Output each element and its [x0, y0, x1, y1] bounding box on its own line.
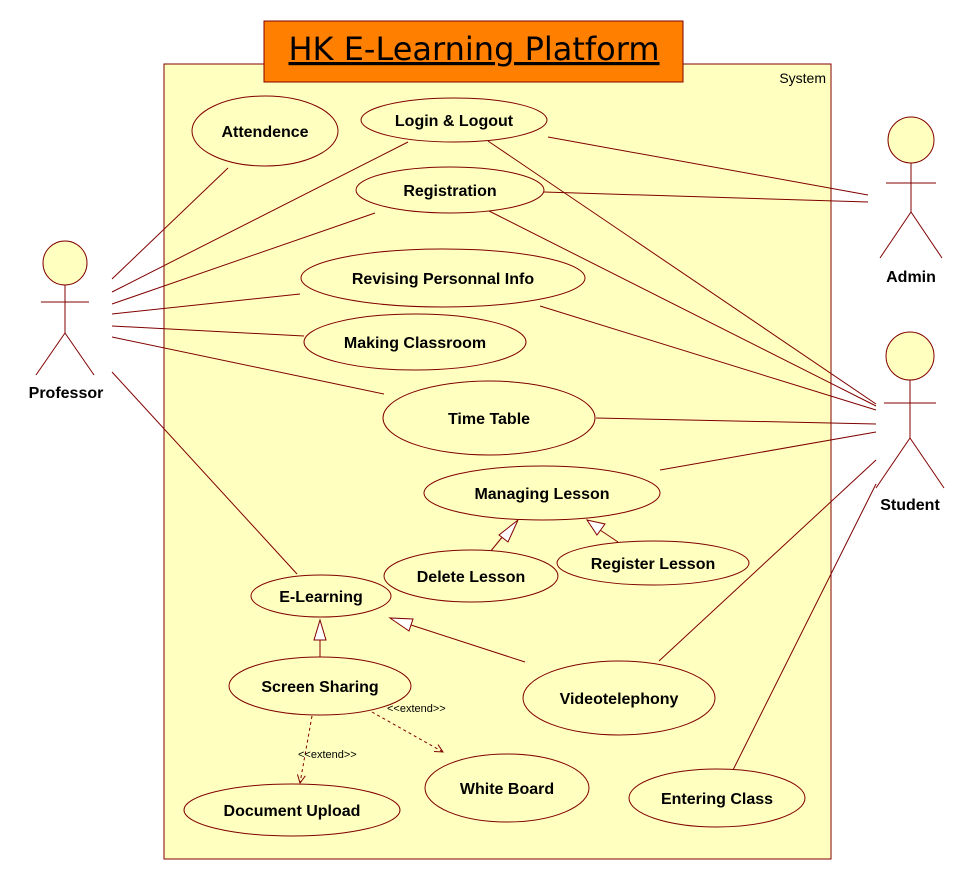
actor-professor-label: Professor — [29, 385, 104, 402]
actor-admin-label: Admin — [886, 269, 936, 286]
actor-admin[interactable]: Admin — [879, 116, 943, 286]
use-case-making-classroom[interactable]: Making Classroom — [303, 313, 527, 371]
use-case-making-classroom-label: Making Classroom — [344, 335, 486, 352]
use-case-document-upload-label: Document Upload — [224, 803, 361, 820]
use-case-managing-lesson-label: Managing Lesson — [474, 486, 609, 503]
use-case-registration-label: Registration — [403, 183, 496, 200]
assoc-student-time-table — [595, 417, 877, 425]
system-label: System — [779, 70, 826, 86]
generalizations — [313, 519, 619, 663]
use-case-document-upload[interactable]: Document Upload — [183, 783, 401, 837]
assoc-professor-login — [111, 141, 409, 293]
assoc-student-managing-lesson — [659, 431, 877, 471]
assoc-student-videotelephony — [658, 459, 877, 662]
use-case-attendence-label: Attendence — [221, 124, 308, 141]
use-case-attendence[interactable]: Attendence — [191, 95, 339, 167]
actor-student-head-icon — [885, 331, 935, 381]
gen-video-elearning-head — [388, 617, 414, 632]
use-case-revising-personal-info-label: Revising Personnal Info — [352, 271, 534, 288]
actor-admin-head-icon — [887, 116, 935, 164]
gen-delete-managing-head — [498, 519, 519, 543]
use-cases: Attendence Login & Logout Registration R… — [183, 95, 806, 837]
assoc-professor-revising — [111, 293, 301, 315]
assoc-student-login — [487, 140, 877, 405]
extend-document-upload-line — [300, 715, 313, 783]
assoc-professor-time-table — [111, 336, 385, 395]
use-case-white-board-label: White Board — [460, 781, 554, 798]
use-case-time-table[interactable]: Time Table — [382, 380, 596, 456]
assoc-admin-login — [547, 136, 869, 196]
assoc-student-entering-class — [732, 483, 877, 771]
assoc-professor-making-classroom — [111, 325, 305, 337]
use-case-registration[interactable]: Registration — [355, 166, 545, 214]
use-case-screen-sharing[interactable]: Screen Sharing — [228, 656, 412, 716]
associations — [111, 136, 877, 771]
use-case-delete-lesson[interactable]: Delete Lesson — [383, 549, 559, 603]
assoc-student-registration — [488, 210, 877, 407]
gen-register-managing-line — [599, 529, 619, 543]
assoc-student-revising — [539, 305, 877, 411]
actor-professor-head-icon — [42, 240, 88, 286]
actor-professor[interactable]: Professor — [29, 240, 104, 402]
title-box — [263, 20, 684, 83]
actor-student-label: Student — [880, 497, 940, 514]
use-case-delete-lesson-label: Delete Lesson — [417, 569, 525, 586]
use-case-login-logout[interactable]: Login & Logout — [360, 97, 548, 143]
use-case-screen-sharing-label: Screen Sharing — [261, 679, 378, 696]
gen-video-elearning-line — [410, 624, 526, 663]
assoc-professor-attendence — [111, 167, 229, 280]
use-case-revising-personal-info[interactable]: Revising Personnal Info — [300, 248, 586, 308]
use-case-register-lesson-label: Register Lesson — [591, 556, 715, 573]
use-case-entering-class-label: Entering Class — [661, 791, 773, 808]
use-case-e-learning-label: E-Learning — [279, 589, 363, 606]
page-title: HK E-Learning Platform — [288, 30, 659, 68]
gen-register-managing-head — [585, 519, 606, 536]
use-case-videotelephony[interactable]: Videotelephony — [522, 660, 716, 736]
assoc-professor-e-learning — [111, 371, 298, 575]
use-case-time-table-label: Time Table — [448, 411, 530, 428]
use-case-white-board[interactable]: White Board — [424, 753, 590, 823]
extend-white-board-line — [371, 711, 443, 752]
extend-relations — [300, 711, 443, 783]
extend-document-upload-label: <<extend>> — [298, 749, 357, 761]
use-case-e-learning[interactable]: E-Learning — [250, 574, 392, 618]
assoc-admin-registration — [543, 191, 869, 203]
use-case-videotelephony-label: Videotelephony — [560, 691, 679, 708]
gen-screen-elearning-head — [313, 618, 327, 641]
extend-white-board-label: <<extend>> — [387, 703, 446, 715]
use-case-register-lesson[interactable]: Register Lesson — [556, 540, 750, 586]
use-case-entering-class[interactable]: Entering Class — [628, 768, 806, 828]
actor-student[interactable]: Student — [875, 331, 945, 514]
assoc-professor-registration — [111, 212, 376, 305]
use-case-managing-lesson[interactable]: Managing Lesson — [423, 465, 661, 521]
use-case-login-logout-label: Login & Logout — [395, 113, 514, 130]
